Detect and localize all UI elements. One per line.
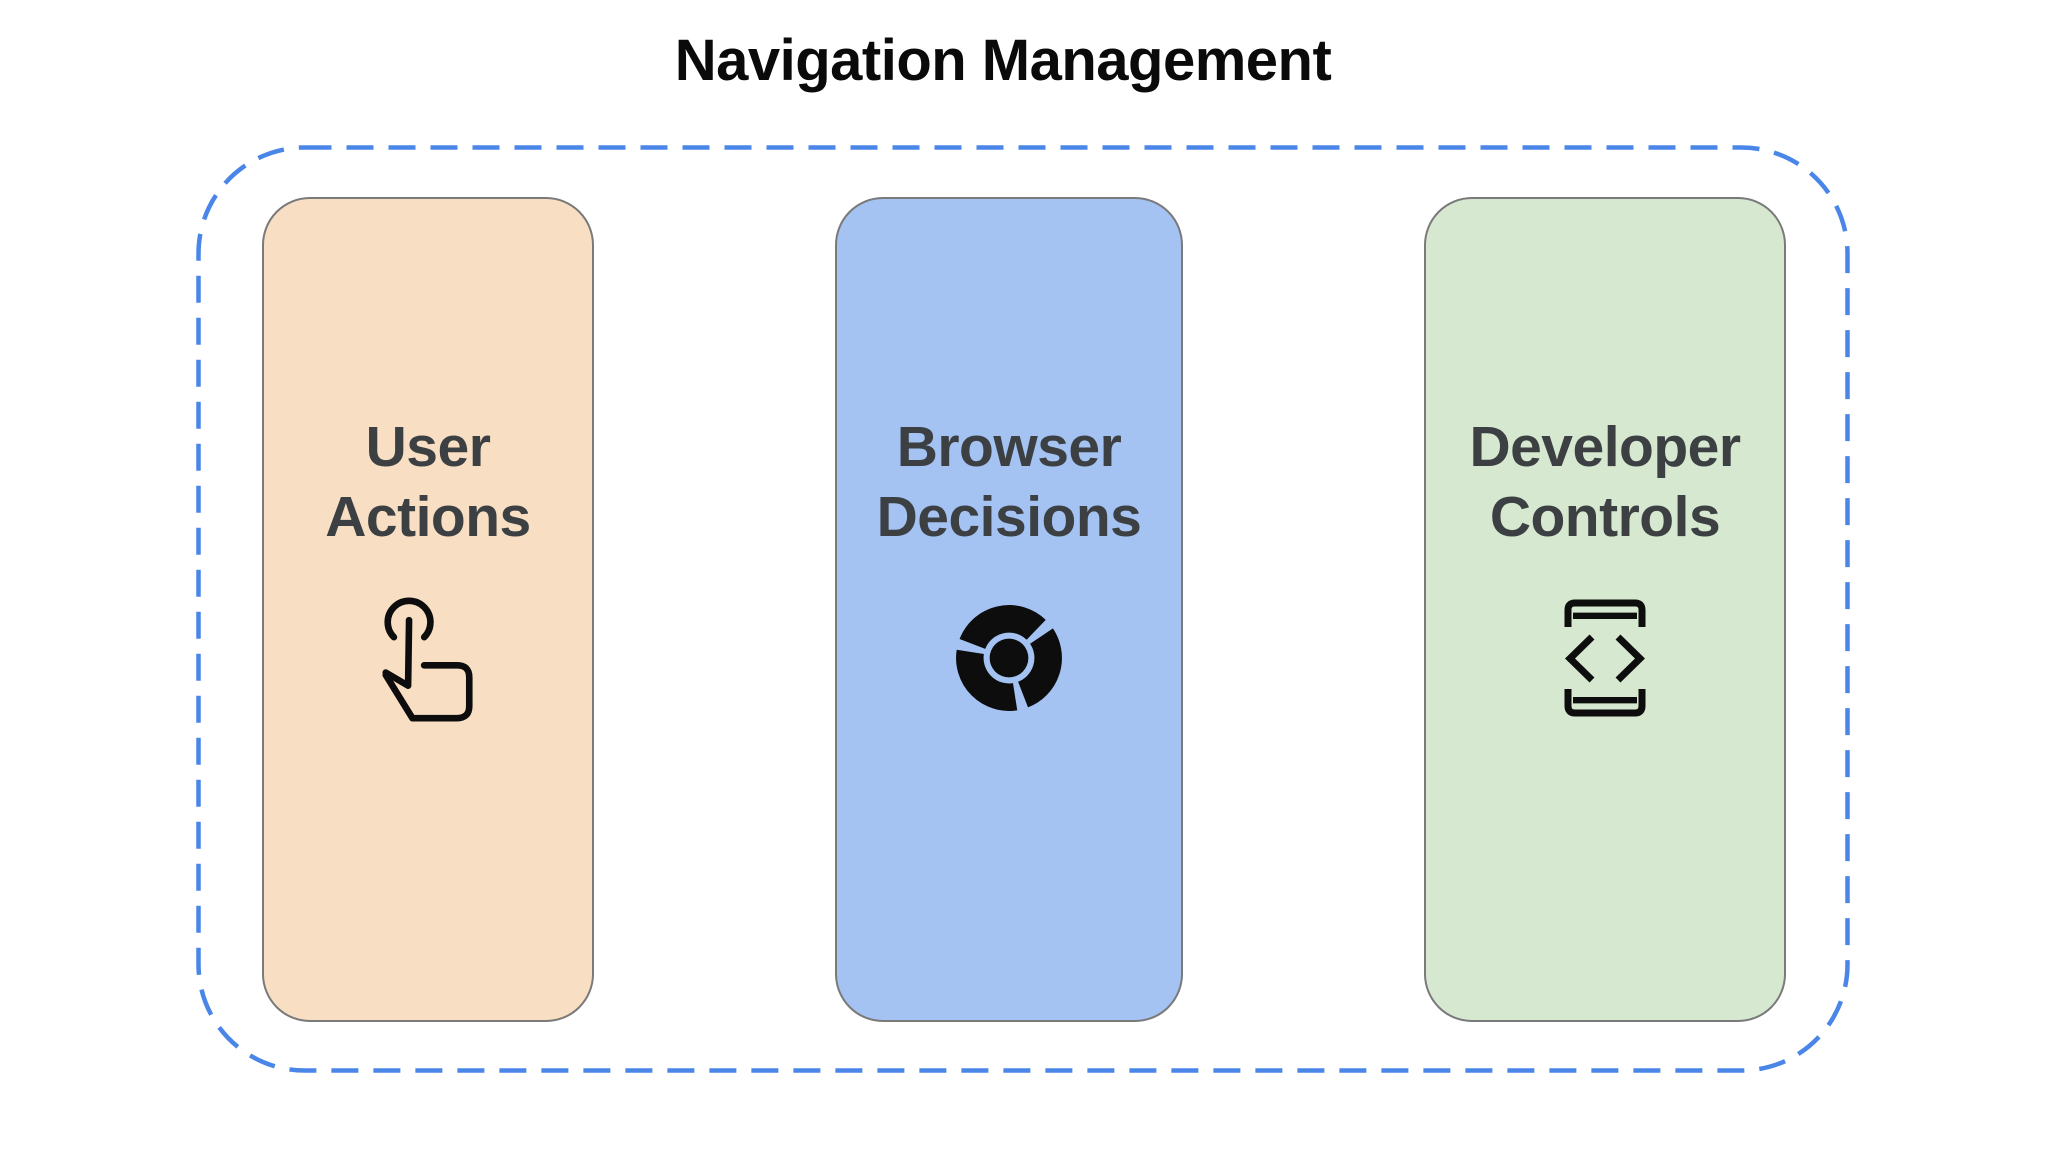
developer-mode-icon bbox=[1564, 599, 1646, 717]
card-icon-box bbox=[955, 590, 1063, 726]
touch-gesture-icon bbox=[382, 597, 473, 722]
card-icon-box bbox=[377, 590, 479, 726]
card-label: User Actions bbox=[325, 415, 531, 549]
card-label: Developer Controls bbox=[1469, 415, 1741, 549]
card-icon-box bbox=[1564, 590, 1646, 726]
diagram-title: Navigation Management bbox=[674, 28, 1332, 93]
card-browser-decisions: Browser Decisions bbox=[835, 197, 1183, 1022]
card-user-actions: User Actions bbox=[262, 197, 594, 1022]
chrome-icon bbox=[956, 605, 1062, 711]
card-developer-controls: Developer Controls bbox=[1424, 197, 1786, 1022]
dashed-container-border bbox=[196, 145, 1850, 1073]
card-label: Browser Decisions bbox=[876, 415, 1142, 549]
